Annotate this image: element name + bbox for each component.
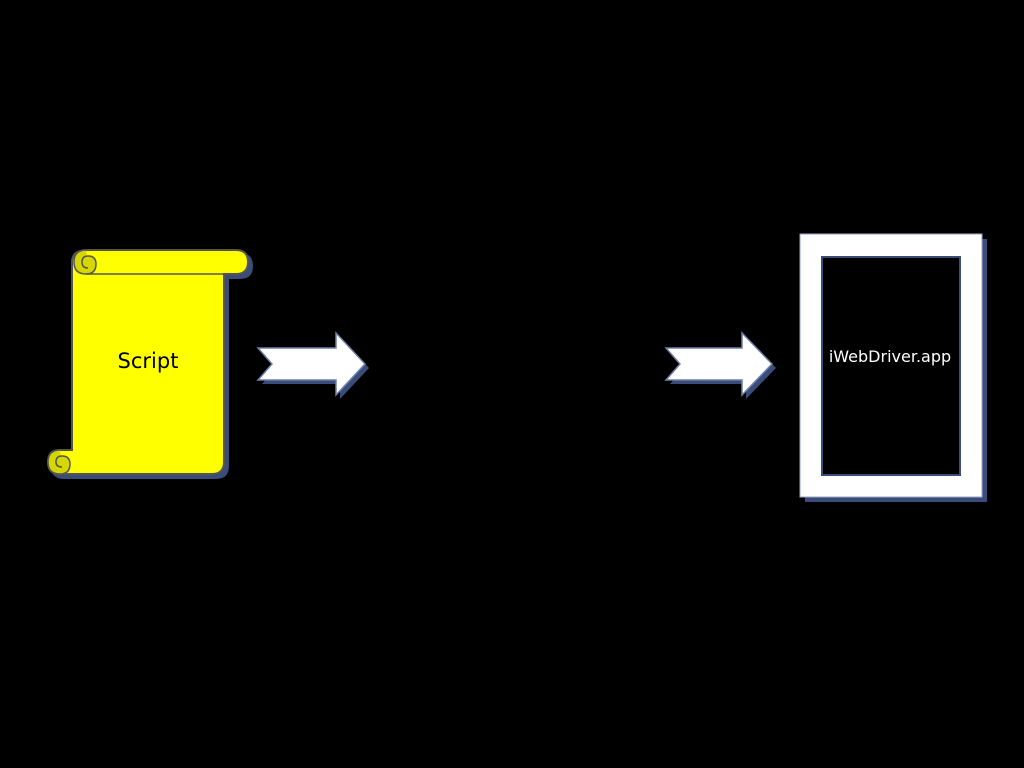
app-label: iWebDriver.app <box>828 347 952 366</box>
script-label: Script <box>117 349 179 373</box>
scroll-bottom-curl <box>47 449 71 475</box>
arrow-2-body <box>664 331 774 397</box>
scroll-top-curl <box>73 249 97 275</box>
arrow-1-body <box>256 331 367 397</box>
frame-screen <box>821 256 961 476</box>
